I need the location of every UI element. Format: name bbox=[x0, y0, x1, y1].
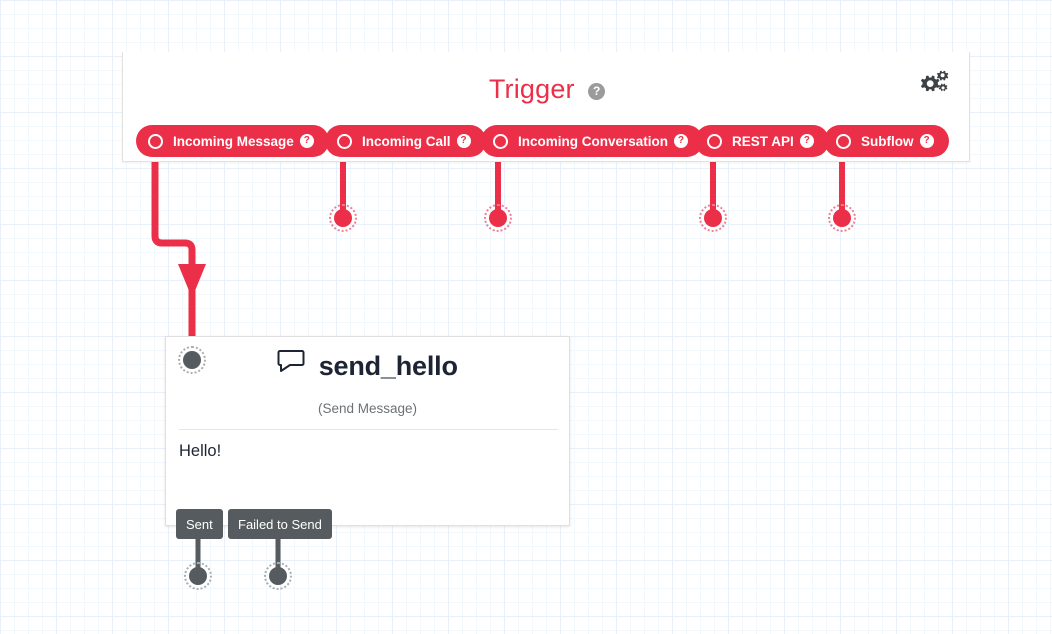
node-output-label-text: Failed to Send bbox=[238, 516, 322, 532]
trigger-port-subflow[interactable] bbox=[836, 133, 851, 149]
connector-arrowhead bbox=[178, 264, 206, 298]
trigger-pill-label: REST API bbox=[732, 133, 794, 149]
help-icon[interactable]: ? bbox=[799, 134, 814, 148]
help-icon[interactable]: ? bbox=[588, 83, 606, 100]
gears-icon[interactable] bbox=[917, 70, 951, 100]
help-icon[interactable]: ? bbox=[674, 134, 689, 148]
trigger-pill-subflow[interactable]: Subflow ? bbox=[824, 125, 949, 157]
trigger-endpoint-incoming-call[interactable] bbox=[329, 204, 357, 232]
trigger-endpoint-incoming-conversation[interactable] bbox=[484, 204, 512, 232]
trigger-port-rest-api[interactable] bbox=[707, 133, 722, 149]
trigger-pill-incoming-call[interactable]: Incoming Call ? bbox=[325, 125, 486, 157]
trigger-panel-title: Trigger bbox=[488, 74, 575, 104]
node-output-label-sent[interactable]: Sent bbox=[176, 509, 223, 539]
connector-incoming-message-to-send-hello bbox=[151, 157, 196, 338]
help-icon[interactable]: ? bbox=[919, 134, 934, 148]
help-icon[interactable]: ? bbox=[299, 134, 314, 148]
trigger-panel-header: Trigger ? bbox=[123, 74, 971, 105]
trigger-port-incoming-conversation[interactable] bbox=[493, 133, 508, 149]
node-divider bbox=[179, 429, 558, 430]
node-output-label-text: Sent bbox=[186, 516, 213, 532]
node-title: send_hello bbox=[318, 351, 458, 381]
node-subtitle: (Send Message) bbox=[317, 401, 418, 416]
trigger-pill-label: Incoming Call bbox=[362, 133, 451, 149]
node-body-text: Hello! bbox=[179, 442, 222, 460]
trigger-endpoint-rest-api[interactable] bbox=[699, 204, 727, 232]
node-input-port[interactable] bbox=[178, 346, 206, 374]
help-icon[interactable]: ? bbox=[456, 134, 471, 148]
trigger-pill-label: Subflow bbox=[861, 133, 914, 149]
speech-bubble-icon bbox=[277, 349, 305, 378]
node-output-port-failed-to-send[interactable] bbox=[264, 562, 292, 590]
trigger-pill-label: Incoming Conversation bbox=[518, 133, 669, 149]
trigger-pill-label: Incoming Message bbox=[173, 133, 294, 149]
trigger-pill-incoming-conversation[interactable]: Incoming Conversation ? bbox=[481, 125, 704, 157]
node-card-send-hello[interactable]: send_hello (Send Message) Hello! bbox=[165, 336, 570, 526]
trigger-pill-incoming-message[interactable]: Incoming Message ? bbox=[136, 125, 329, 157]
node-output-label-failed-to-send[interactable]: Failed to Send bbox=[228, 509, 332, 539]
node-output-port-sent[interactable] bbox=[184, 562, 212, 590]
node-header: send_hello bbox=[166, 349, 569, 382]
trigger-port-incoming-message[interactable] bbox=[148, 133, 163, 149]
trigger-pill-rest-api[interactable]: REST API ? bbox=[695, 125, 829, 157]
trigger-port-incoming-call[interactable] bbox=[337, 133, 352, 149]
trigger-endpoint-subflow[interactable] bbox=[828, 204, 856, 232]
